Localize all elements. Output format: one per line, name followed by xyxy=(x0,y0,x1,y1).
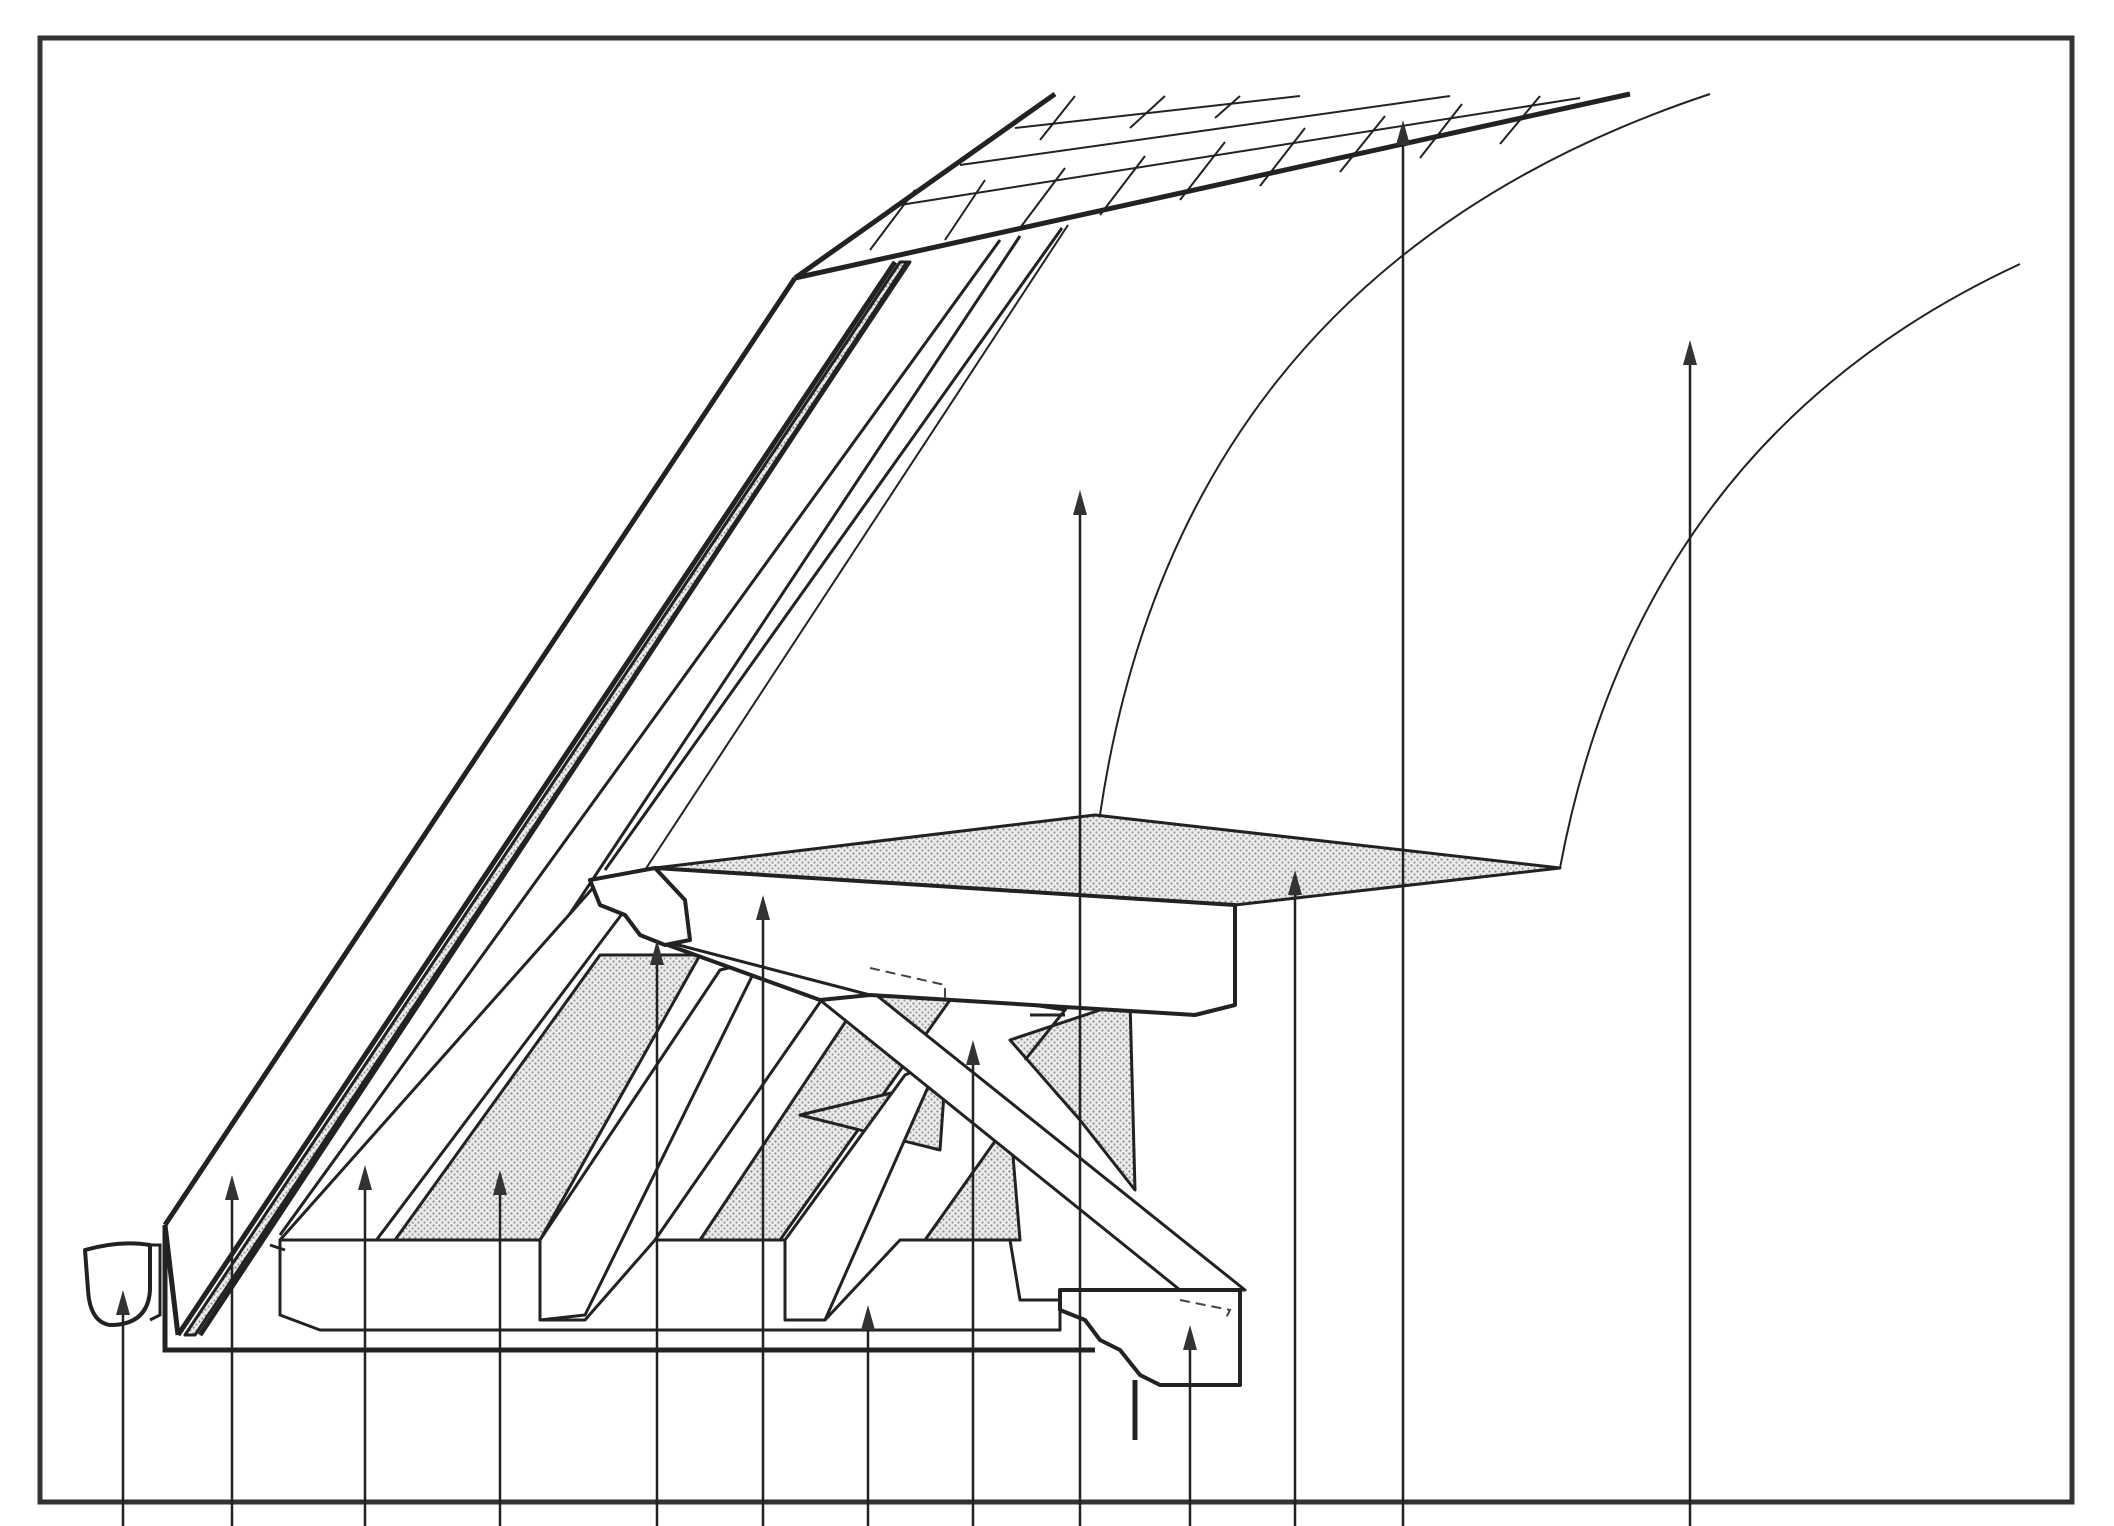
cornice-moulding-top xyxy=(588,866,692,947)
leader-roof-covering xyxy=(225,1175,239,1526)
leader-rafter xyxy=(358,1165,372,1526)
tie-beam xyxy=(278,1238,1062,1332)
wall-plate-beam xyxy=(162,1225,1095,1353)
leader-cornice xyxy=(650,940,664,1526)
leader-ceiling-plane xyxy=(1288,870,1302,1526)
ceiling-vault-arcs xyxy=(1099,93,2021,869)
gutter xyxy=(83,1241,152,1327)
roof-tiles xyxy=(793,91,1631,281)
leader-gutter xyxy=(116,1290,130,1526)
leader-insulation xyxy=(493,1170,507,1526)
leader-strut xyxy=(966,1040,980,1526)
leader-joist xyxy=(756,895,770,1526)
leader-lines xyxy=(116,120,1697,1526)
diagram-frame xyxy=(37,35,2075,1505)
cornice-moulding-bottom xyxy=(1058,1288,1242,1387)
leader-bottom-moulding xyxy=(1183,1325,1197,1526)
leader-vault xyxy=(1683,340,1697,1526)
leader-ceiling-space xyxy=(1073,490,1087,1526)
leader-roof-tiles xyxy=(1396,120,1410,1526)
leader-tie-beam xyxy=(861,1305,875,1526)
